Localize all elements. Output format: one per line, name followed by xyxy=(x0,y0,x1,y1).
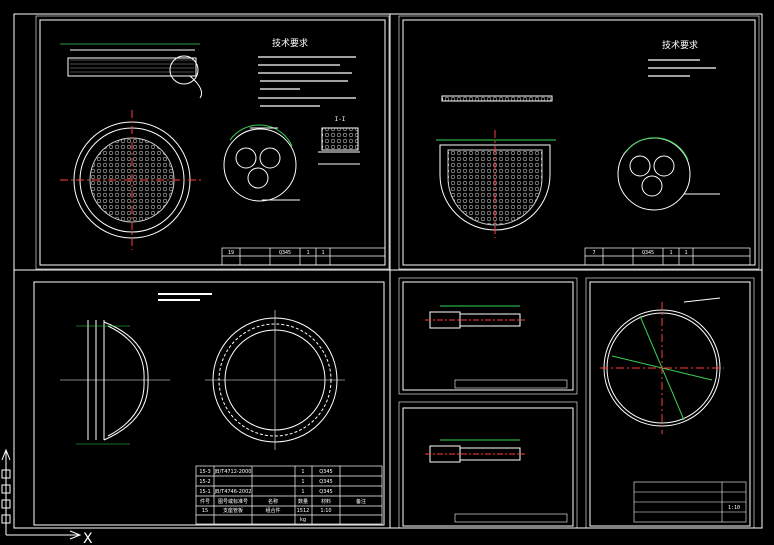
bom-row-2-mat: Q345 xyxy=(319,479,332,485)
tube-sheet-front-view xyxy=(60,110,204,250)
bom-footer-qty: 组合件 xyxy=(265,507,280,514)
sheet-3-support-assembly[interactable]: 15-3 JB/T4712-2000 1 Q345 15-2 1 Q345 15… xyxy=(33,281,385,526)
bom-footer-name: 支座管板 xyxy=(223,507,243,514)
sheet-6-cover-plate[interactable]: 1:10 xyxy=(585,277,755,529)
tb1-c2: Q345 xyxy=(279,250,291,256)
technical-requirements: 技术要求 xyxy=(258,37,356,107)
baffle-front-view xyxy=(436,130,556,238)
tech-req-title: 技术要求 xyxy=(272,37,308,49)
detail-view-a xyxy=(223,124,300,202)
bom-footer-no: 15 xyxy=(202,508,208,514)
detail-label: I-I xyxy=(335,116,346,123)
tb1-c4: 1 xyxy=(321,250,324,256)
tb1-c1: 19 xyxy=(228,250,234,256)
bom-row-3-mat: Q345 xyxy=(319,489,332,495)
sheet-6-scale: 1:10 xyxy=(728,505,740,511)
bom-footer-unit: kg xyxy=(300,517,306,523)
bom-header-mat: 材料 xyxy=(321,498,331,505)
tube-sheet-elevation xyxy=(60,43,203,99)
bom-row-2-no: 15-2 xyxy=(199,479,210,485)
svg-text:X: X xyxy=(83,531,93,545)
sheet-5-pin-detail[interactable] xyxy=(398,401,578,529)
bom-row-3-std: JB/T4746-2002 xyxy=(214,489,252,495)
pin-title-block-2 xyxy=(454,513,568,523)
ucs-icon: X xyxy=(1,448,93,545)
sheet-1-title-block xyxy=(221,247,386,266)
technical-requirements-2: 技术要求 xyxy=(648,39,716,77)
bom-row-3-no: 15-1 xyxy=(199,489,210,495)
tb2-c4: 1 xyxy=(684,250,687,256)
sheet-4-pin-detail[interactable] xyxy=(398,277,578,395)
tb1-c3: 1 xyxy=(306,250,309,256)
note-bars xyxy=(158,293,212,301)
bill-of-materials xyxy=(195,465,383,525)
tech-req-title-2: 技术要求 xyxy=(662,39,698,51)
bom-header-no: 件号 xyxy=(200,498,210,505)
bom-header-name: 名称 xyxy=(268,498,278,505)
sheet-6-title-block xyxy=(633,481,747,523)
sheet-2-baffle[interactable]: 技术要求 7 Q345 1 1 xyxy=(398,15,760,270)
bom-row-1-no: 15-3 xyxy=(199,469,210,475)
detail-view-b: I-I xyxy=(318,116,360,165)
sheet-1-tube-sheet[interactable]: 技术要求 I-I xyxy=(35,15,390,270)
bom-footer-scale: 1:10 xyxy=(320,508,331,514)
bom-row-1-qty: 1 xyxy=(301,469,304,475)
tb2-c3: 1 xyxy=(669,250,672,256)
cover-plate-view xyxy=(600,297,724,434)
bom-header-std: 图号或标准号 xyxy=(218,498,248,505)
bom-row-3-qty: 1 xyxy=(301,489,304,495)
baffle-strip xyxy=(441,95,553,102)
bom-header-note: 备注 xyxy=(356,498,366,505)
detail-view-c xyxy=(617,137,720,211)
bom-row-1-std: JB/T4712-2000 xyxy=(214,469,252,475)
bom-header-qty: 数量 xyxy=(298,498,308,505)
bom-row-2-qty: 1 xyxy=(301,479,304,485)
pin-elevation-1 xyxy=(425,305,525,329)
tb2-c2: Q345 xyxy=(642,250,654,256)
sheet-2-title-block xyxy=(584,247,751,266)
flange-ring-view xyxy=(205,310,345,450)
bom-footer-weight: 1512 xyxy=(297,508,310,514)
pin-title-block xyxy=(454,379,568,389)
pin-elevation-2 xyxy=(425,439,525,463)
outer-frame xyxy=(13,13,763,529)
bom-row-1-mat: Q345 xyxy=(319,469,332,475)
head-profile-view xyxy=(60,320,170,445)
tb2-c1: 7 xyxy=(592,250,595,256)
